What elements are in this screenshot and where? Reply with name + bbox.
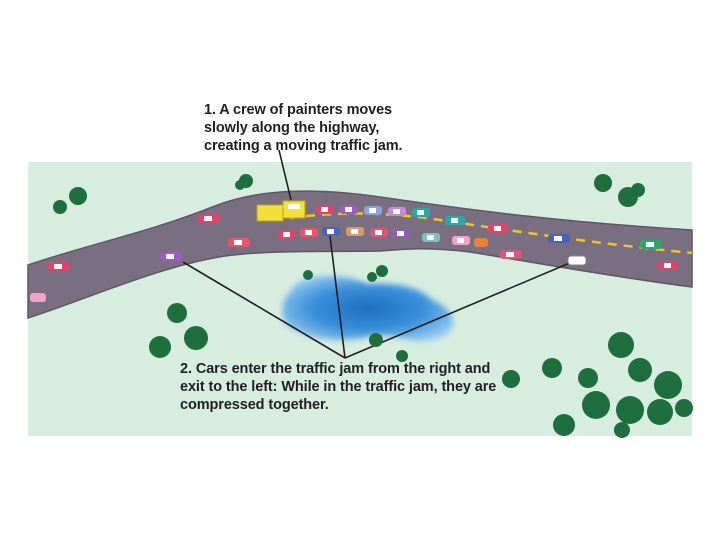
car-icon [422, 233, 440, 242]
car-icon [548, 234, 570, 243]
cars-free-flowing [30, 214, 678, 302]
car-icon [412, 208, 430, 217]
car-icon [488, 224, 508, 233]
car-icon [198, 214, 220, 223]
car-icon [445, 216, 465, 225]
tree-icon [618, 183, 645, 207]
tree-icon [167, 303, 187, 323]
caption-step-1-line: 1. A crew of painters moves [204, 102, 393, 118]
car-icon [474, 238, 488, 247]
tree-icon [582, 391, 610, 419]
tree-icon [553, 414, 575, 436]
tree-icon [53, 187, 87, 214]
tree-icon [608, 332, 634, 358]
caption-step-2-line: exit to the left: While in the traffic j… [180, 379, 497, 395]
tree-icon [578, 368, 598, 388]
car-icon [392, 229, 410, 238]
car-icon [500, 250, 522, 259]
car-icon [658, 261, 678, 270]
car-icon [48, 262, 70, 271]
trees [53, 174, 693, 438]
pointer-line-right [344, 261, 573, 359]
tree-icon [594, 174, 612, 192]
car-icon [228, 238, 250, 247]
caption-step-2: 2. Cars enter the traffic jam from the r… [180, 360, 496, 414]
tree-icon [614, 422, 630, 438]
tree-icon [369, 333, 383, 347]
car-icon [30, 293, 46, 302]
tree-icon [675, 399, 693, 417]
car-icon [160, 252, 182, 261]
car-icon [346, 227, 364, 236]
tree-icon [647, 399, 673, 425]
tree-icon [184, 326, 208, 350]
car-icon [364, 206, 382, 215]
tree-icon [542, 358, 562, 378]
tree-icon [396, 350, 408, 362]
car-icon [370, 228, 388, 237]
tree-icon [502, 370, 520, 388]
highway [27, 190, 693, 320]
caption-step-1-line: creating a moving traffic jam. [204, 138, 403, 154]
caption-step-1-line: slowly along the highway, [204, 120, 380, 136]
car-icon [388, 207, 406, 216]
caption-step-2-line: 2. Cars enter the traffic jam from the r… [180, 361, 491, 377]
pond-icon [282, 275, 454, 342]
tree-icon [628, 358, 652, 382]
car-icon [567, 255, 587, 266]
car-icon [278, 230, 296, 239]
pointer-line-left [182, 261, 346, 359]
car-icon [452, 236, 470, 245]
painter-truck-icon [256, 200, 306, 222]
tree-icon [616, 396, 644, 424]
tree-icon [367, 265, 388, 282]
tree-icon [654, 371, 682, 399]
car-icon [316, 205, 334, 214]
tree-icon [149, 336, 171, 358]
tree-icon [303, 270, 313, 280]
pointer-lines [182, 149, 573, 359]
car-icon [640, 240, 662, 249]
tree-icon [235, 174, 253, 190]
pointer-line-center [329, 235, 346, 359]
car-icon [322, 227, 340, 236]
car-icon [340, 205, 358, 214]
car-icon [300, 228, 318, 237]
pointer-line-truck [278, 149, 292, 201]
caption-step-2-line: compressed together. [180, 397, 329, 413]
caption-step-1: 1. A crew of painters moves slowly along… [204, 101, 403, 155]
cars-jammed [278, 205, 488, 247]
